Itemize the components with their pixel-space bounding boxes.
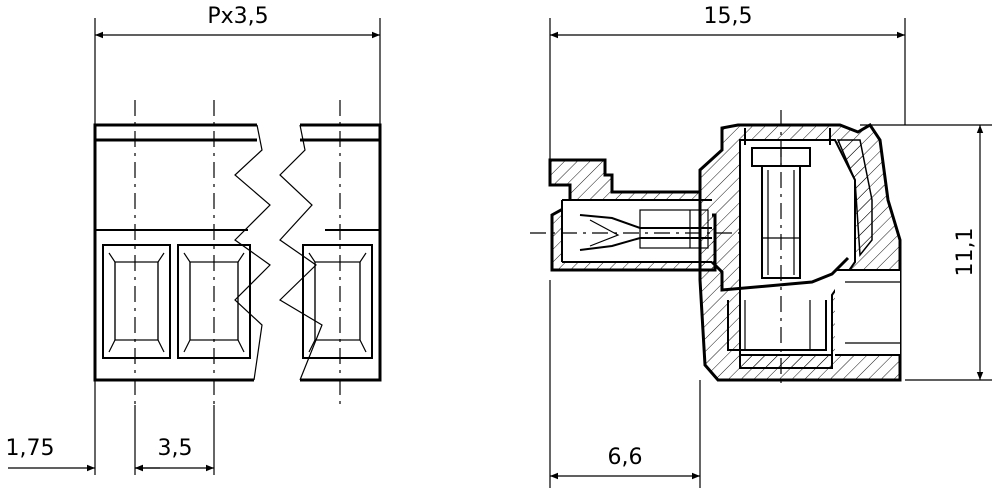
- pole-center-lines: [134, 100, 341, 405]
- dimension-edge-offset: 1,75: [6, 436, 160, 472]
- connector-housing-section: [548, 122, 902, 382]
- side-view: 15,5 11,1 6,6: [530, 4, 992, 488]
- pitch-label: 3,5: [158, 436, 193, 461]
- height-label: 11,1: [953, 228, 978, 277]
- contact-spring: [579, 209, 712, 251]
- dimension-pitch: 3,5: [135, 436, 214, 472]
- connector-housing-front: [93, 123, 382, 382]
- length-label: 15,5: [704, 4, 753, 29]
- dimension-depth: 6,6: [549, 280, 701, 488]
- pitch-total-label: Px3,5: [207, 4, 268, 29]
- edge-offset-label: 1,75: [6, 436, 55, 461]
- dimension-length: 15,5: [549, 4, 906, 160]
- depth-label: 6,6: [608, 445, 643, 470]
- dimension-height: 11,1: [860, 124, 992, 381]
- front-view: Px3,5: [6, 4, 382, 475]
- clamp-cage: [710, 256, 850, 351]
- break-lines: [234, 124, 323, 381]
- terminal-openings: [102, 244, 373, 359]
- dimension-pitch-total: Px3,5: [94, 4, 381, 128]
